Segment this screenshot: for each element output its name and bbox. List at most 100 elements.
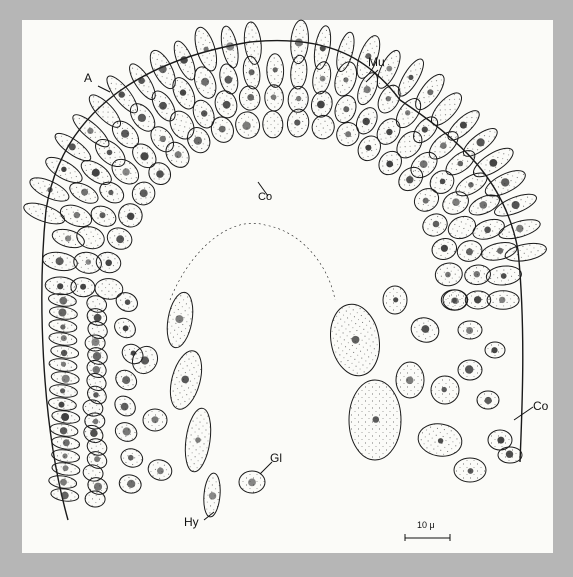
- cell-nucleus: [121, 403, 129, 411]
- cell-nucleus: [194, 137, 202, 145]
- cell-nucleus: [180, 89, 186, 95]
- cell-nucleus: [92, 169, 100, 177]
- cell-nucleus: [61, 167, 66, 172]
- cell-nucleus: [93, 392, 99, 398]
- cell-nucleus: [242, 122, 250, 130]
- cell-nucleus: [93, 419, 99, 425]
- cell-nucleus: [320, 76, 326, 82]
- cell-nucleus: [317, 101, 325, 109]
- label-co-inner: Co: [258, 192, 272, 203]
- cell-nucleus: [466, 248, 473, 255]
- cell-nucleus: [125, 299, 131, 305]
- cell-nucleus: [61, 413, 69, 421]
- cell-nucleus: [466, 327, 473, 334]
- cell-nucleus: [480, 201, 488, 209]
- cell-nucleus: [60, 324, 65, 329]
- label-hy: Hy: [184, 516, 199, 528]
- cell-nucleus: [65, 235, 71, 241]
- cell-nucleus: [225, 76, 233, 84]
- cell-nucleus: [61, 492, 69, 500]
- cell-nucleus: [159, 65, 167, 73]
- cell: [310, 113, 337, 141]
- cell-nucleus: [57, 283, 63, 289]
- cell-nucleus: [123, 325, 129, 331]
- cell-nucleus: [123, 427, 131, 435]
- cell-nucleus: [365, 145, 371, 151]
- cell-nucleus: [94, 456, 100, 462]
- cell-nucleus: [157, 468, 164, 475]
- cell-nucleus: [458, 161, 464, 167]
- cell-nucleus: [59, 297, 67, 305]
- cell-nucleus: [445, 272, 451, 278]
- cell-nucleus: [181, 376, 189, 384]
- cell-nucleus: [121, 130, 129, 138]
- cell-nucleus: [474, 296, 481, 303]
- cell-nucleus: [271, 94, 277, 100]
- cell-nucleus: [56, 257, 64, 265]
- cell-nucleus: [499, 297, 505, 303]
- label-co-right-pointer: [514, 407, 533, 420]
- cell-nucleus: [152, 416, 159, 423]
- cell-nucleus: [497, 437, 504, 444]
- cell-nucleus: [63, 439, 70, 446]
- cell-nucleus: [116, 235, 124, 243]
- cell-nucleus: [512, 201, 520, 209]
- cell-nucleus: [386, 129, 392, 135]
- cell-nucleus: [127, 480, 135, 488]
- cell-nucleus: [247, 94, 254, 101]
- cell-nucleus: [201, 78, 209, 86]
- cell-nucleus: [226, 42, 234, 50]
- cell-nucleus: [386, 66, 392, 72]
- cell-nucleus: [180, 56, 188, 64]
- cell-nucleus: [386, 161, 393, 168]
- cell-nucleus: [491, 347, 497, 353]
- cell-nucleus: [465, 365, 473, 373]
- cell-nucleus: [295, 39, 303, 47]
- cell-nucleus: [94, 483, 102, 491]
- cell: [74, 223, 107, 252]
- cell-nucleus: [442, 387, 447, 392]
- cell-nucleus: [497, 248, 503, 254]
- cell-nucleus: [345, 131, 351, 137]
- cell-nucleus: [62, 453, 67, 458]
- cell-nucleus: [474, 271, 480, 277]
- cell-nucleus: [204, 47, 209, 52]
- cell-nucleus: [60, 479, 67, 486]
- cell-nucleus: [460, 122, 467, 129]
- cell-nucleus: [127, 213, 134, 220]
- cell-nucleus: [516, 225, 523, 232]
- cell-nucleus: [440, 142, 447, 149]
- cell-nucleus: [422, 127, 428, 133]
- cell-nucleus: [90, 429, 98, 437]
- cell-nucleus: [93, 352, 101, 360]
- cell-nucleus: [433, 221, 440, 228]
- cell-nucleus: [248, 479, 256, 487]
- cell-nucleus: [105, 260, 112, 267]
- cell-nucleus: [62, 375, 70, 383]
- cell: [85, 490, 106, 507]
- cell-nucleus: [468, 468, 474, 474]
- cell-nucleus: [373, 416, 380, 423]
- cell-nucleus: [273, 67, 278, 72]
- cell-nucleus: [406, 176, 413, 183]
- cell-nucleus: [156, 170, 164, 178]
- cell-nucleus: [87, 128, 93, 134]
- cell-nucleus: [61, 335, 67, 341]
- cell-nucleus: [122, 168, 129, 175]
- cell-nucleus: [159, 102, 167, 110]
- cell-nucleus: [58, 309, 66, 317]
- cell-nucleus: [140, 152, 148, 160]
- cell-nucleus: [296, 96, 301, 101]
- cell-nucleus: [452, 198, 460, 206]
- cell-nucleus: [427, 89, 433, 95]
- cell-nucleus: [406, 377, 414, 385]
- cell-nucleus: [485, 397, 492, 404]
- label-co-right: Co: [533, 400, 548, 412]
- cell: [445, 213, 479, 243]
- label-gl: Gl: [270, 452, 282, 464]
- cell-nucleus: [69, 143, 76, 150]
- cell-nucleus: [61, 362, 66, 367]
- cell-nucleus: [93, 366, 101, 374]
